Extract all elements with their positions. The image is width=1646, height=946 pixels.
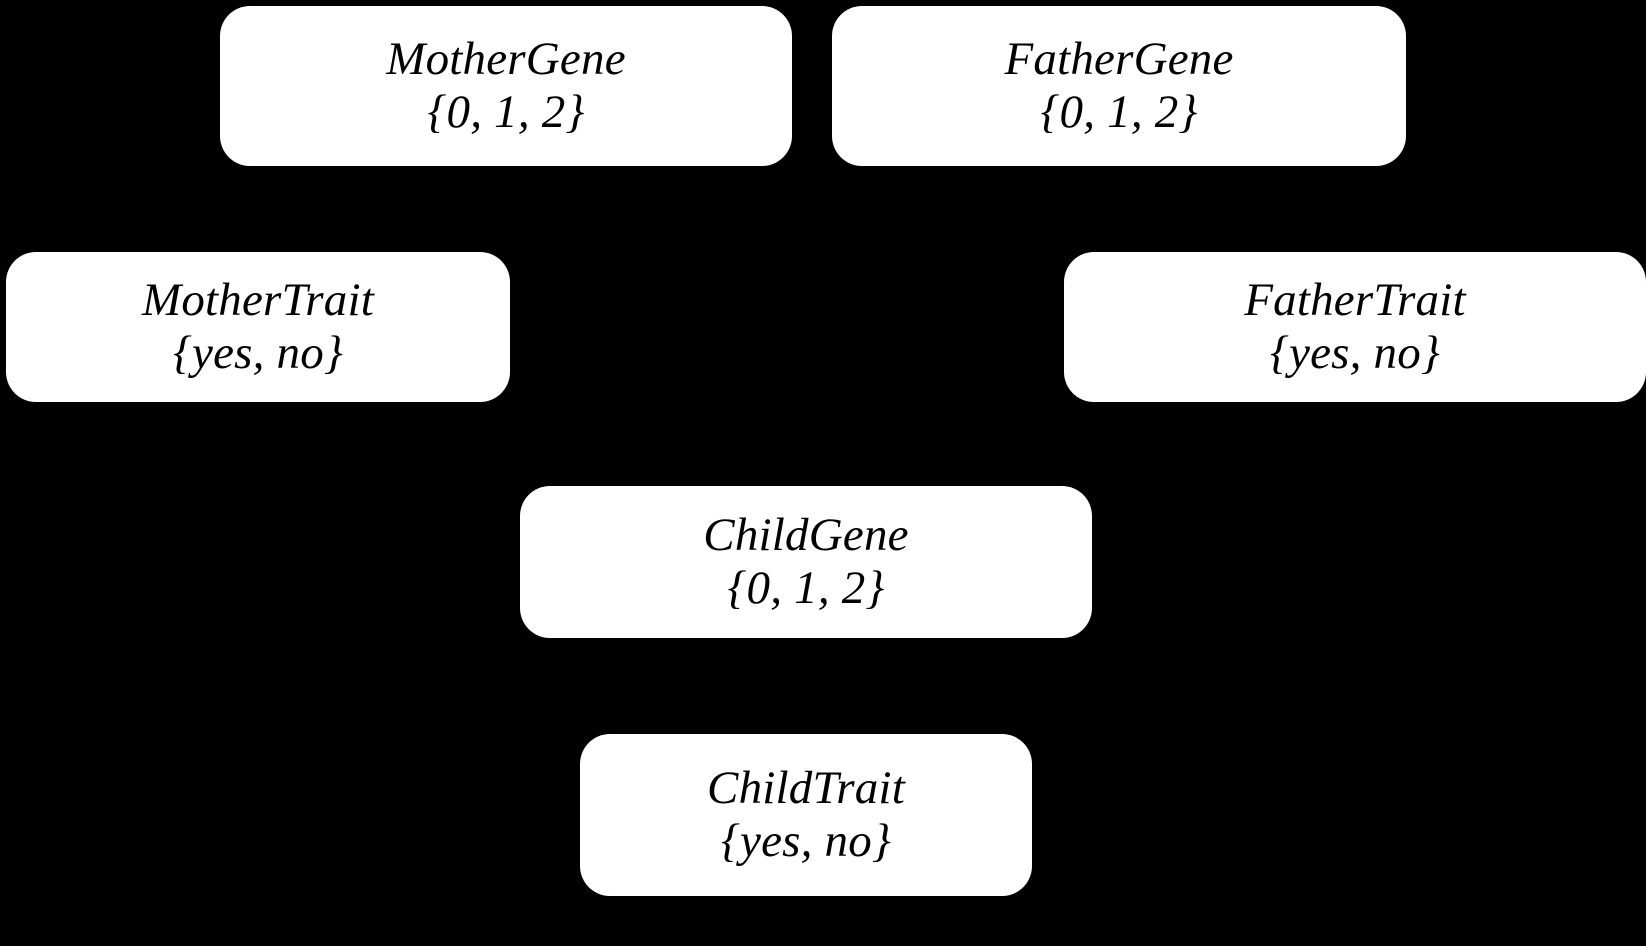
node-child-gene-label: ChildGene (703, 509, 909, 562)
node-mother-gene-domain: {0, 1, 2} (427, 86, 585, 138)
node-mother-gene[interactable]: MotherGene {0, 1, 2} (220, 6, 792, 166)
node-father-gene-domain: {0, 1, 2} (1040, 86, 1198, 138)
node-mother-trait-domain: {yes, no} (173, 327, 343, 379)
node-father-trait-label: FatherTrait (1244, 274, 1466, 327)
node-father-trait-domain: {yes, no} (1270, 327, 1440, 379)
node-father-trait[interactable]: FatherTrait {yes, no} (1064, 252, 1646, 402)
node-child-trait[interactable]: ChildTrait {yes, no} (580, 734, 1032, 896)
node-father-gene[interactable]: FatherGene {0, 1, 2} (832, 6, 1406, 166)
node-mother-trait-label: MotherTrait (141, 274, 374, 327)
edge-mother-gene-to-mother-trait (259, 164, 381, 254)
node-mother-trait[interactable]: MotherTrait {yes, no} (6, 252, 510, 402)
node-mother-gene-label: MotherGene (386, 33, 626, 86)
edge-mother-gene-to-child-gene (538, 165, 722, 487)
node-child-gene[interactable]: ChildGene {0, 1, 2} (520, 486, 1092, 638)
node-child-trait-label: ChildTrait (707, 762, 905, 815)
node-child-gene-domain: {0, 1, 2} (727, 562, 885, 614)
node-child-trait-domain: {yes, no} (721, 815, 891, 867)
edge-father-gene-to-child-gene (898, 165, 1062, 487)
node-father-gene-label: FatherGene (1004, 33, 1234, 86)
edge-father-gene-to-father-trait (1239, 164, 1361, 254)
